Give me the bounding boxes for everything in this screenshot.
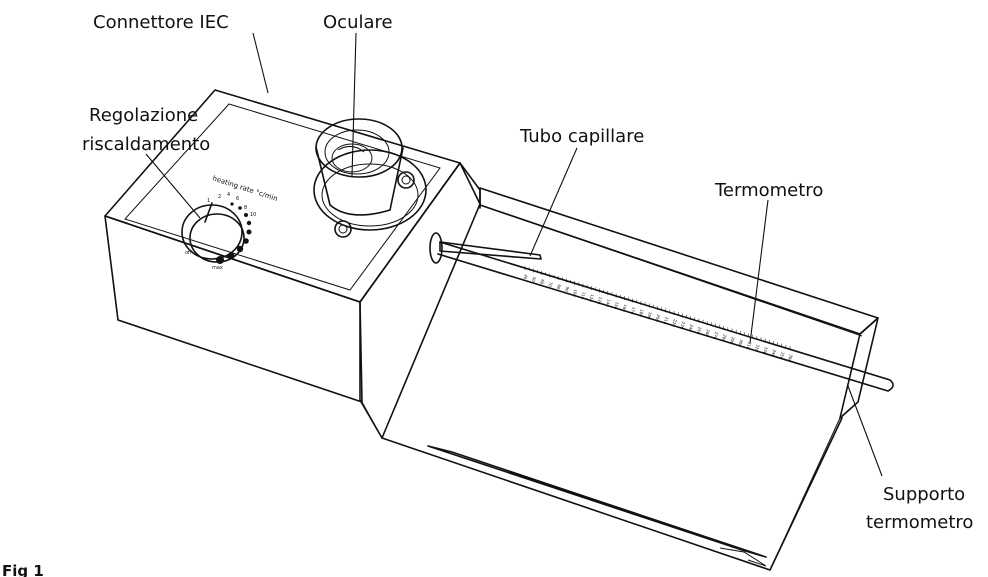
thermometer-scale-label: 190 [646, 311, 653, 320]
dial-title: heating rate °c/min [211, 174, 278, 203]
leader-lines [145, 32, 883, 477]
dial-mark-4: 4 [227, 192, 230, 198]
label-thermometer: Termometro [714, 180, 823, 201]
thermometer-scale-label: 240 [687, 324, 694, 333]
dial-mark-10: 10 [250, 212, 256, 218]
thermometer-scale-label: 140 [605, 299, 612, 308]
label-thermometer-support-2: termometro [866, 512, 973, 533]
thermometer-scale-label: 70 [547, 281, 553, 288]
thermometer-scale-label: 110 [580, 291, 587, 300]
label-iec-connector: Connettore IEC [93, 12, 229, 33]
thermometer-scale-label: 100 [571, 289, 578, 298]
thermometer-scale-label: 320 [754, 344, 761, 353]
thermometer-scale-label: 230 [679, 321, 686, 330]
thermometer-scale-label: 160 [621, 304, 628, 313]
thermometer-scale-label: 60 [539, 279, 545, 286]
thermometer-scale-label: 80 [556, 284, 562, 291]
thermometer-scale-label: 360 [787, 354, 794, 363]
label-heating-control-1: Regolazione [89, 105, 198, 126]
thermometer-scale-label: 300 [737, 339, 744, 348]
capillary-tube [429, 232, 542, 264]
thermometer-scale-label: 330 [762, 346, 769, 355]
thermometer-scale-label: 280 [720, 334, 727, 343]
thermometer-scale-label: 310 [745, 341, 752, 350]
heating-dial: heating rate °c/min off max 1 2 4 6 8 10 [181, 174, 279, 271]
dial-mark-off: off [185, 250, 192, 256]
thermometer-scale-label: 290 [729, 336, 736, 345]
label-thermometer-support-1: Supporto [883, 484, 965, 505]
dial-dots [216, 202, 252, 264]
thermometer-scale-label: 150 [613, 301, 620, 310]
thermometer-rail [381, 187, 879, 571]
dial-mark-6: 6 [236, 196, 239, 202]
thermometer-scale-label: 350 [778, 351, 785, 360]
thermometer-scale-label: 210 [662, 316, 669, 325]
thermometer-scale-label: 180 [638, 309, 645, 318]
thermometer-scale-label: 50 [531, 276, 537, 283]
thermometer-scale-label: 220 [671, 319, 678, 328]
figure-caption: Fig 1 [2, 562, 44, 577]
thermometer-scale-label: 200 [654, 314, 661, 323]
thermometer-scale-label: 90 [564, 286, 570, 293]
dial-mark-8: 8 [244, 205, 247, 211]
thermometer-scale-label: 170 [629, 306, 636, 315]
thermometer-scale-label: 250 [696, 326, 703, 335]
thermometer-scale-label: 270 [712, 331, 719, 340]
dial-mark-2: 2 [218, 194, 221, 200]
label-eyepiece: Oculare [323, 12, 393, 33]
thermometer-scale-label: 120 [588, 294, 595, 303]
eyepiece [313, 118, 427, 238]
dial-mark-max: max [212, 265, 223, 271]
dial-mark-1: 1 [207, 198, 210, 204]
label-heating-control-2: riscaldamento [82, 134, 210, 155]
thermometer-scale-label: 260 [704, 329, 711, 338]
label-capillary-tube: Tubo capillare [519, 126, 644, 147]
thermometer-scale-label: 40 [522, 274, 528, 281]
thermometer-scale-label: 340 [770, 349, 777, 358]
thermometer-scale-label: 130 [596, 296, 603, 305]
